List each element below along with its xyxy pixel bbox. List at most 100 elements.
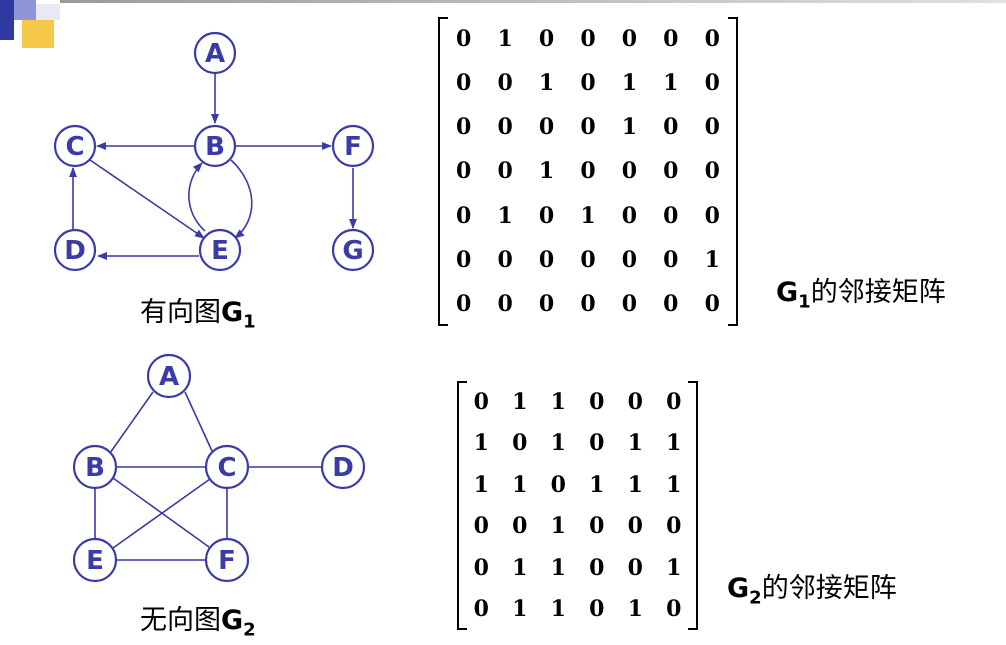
- matrix-cell: 1: [550, 388, 566, 415]
- matrix-cell: 0: [621, 202, 638, 229]
- edge-a-b: [109, 391, 154, 454]
- matrix-cell: 0: [663, 290, 679, 317]
- svg-text:D: D: [64, 236, 86, 266]
- matrix-right-bracket: [728, 17, 738, 326]
- matrix-cell: 0: [704, 114, 720, 141]
- graph2-caption: 无向图G2: [140, 605, 256, 641]
- matrix-cell: 1: [666, 471, 682, 498]
- matrix-cell: 0: [512, 513, 528, 540]
- matrix-cell: 1: [538, 70, 555, 97]
- graph1-caption: 有向图G1: [140, 297, 256, 333]
- top-rule: [60, 0, 1006, 3]
- matrix-cell: 0: [621, 290, 638, 317]
- matrix-cell: 0: [704, 290, 720, 317]
- matrix-cell: 1: [666, 430, 682, 457]
- matrix-cell: 1: [497, 202, 513, 229]
- matrix-cell: 0: [580, 26, 596, 53]
- matrix-cell: 0: [621, 158, 638, 185]
- matrix-cell: 0: [456, 158, 472, 185]
- matrix-cell: 1: [473, 471, 489, 498]
- matrix-cell: 0: [704, 26, 720, 53]
- matrix-cell: 0: [512, 430, 528, 457]
- g1-node-d: D: [53, 228, 97, 272]
- g2-node-a: A: [146, 353, 192, 399]
- edge-c-e: [89, 159, 205, 239]
- matrix-cell: 0: [497, 70, 513, 97]
- matrix-cell: 0: [456, 70, 472, 97]
- matrix-cell: 0: [456, 202, 472, 229]
- svg-text:F: F: [344, 132, 362, 162]
- matrix-cell: 0: [663, 114, 679, 141]
- matrix-cell: 1: [704, 246, 720, 273]
- g1-node-c: C: [53, 124, 97, 168]
- matrix-left-bracket: [457, 381, 467, 630]
- svg-text:B: B: [205, 132, 225, 162]
- matrix-cell: 0: [580, 246, 596, 273]
- matrix-cell: 1: [550, 430, 566, 457]
- matrix-cell: 0: [473, 388, 489, 415]
- matrix-cell: 0: [456, 246, 472, 273]
- matrix-cell: 0: [538, 202, 555, 229]
- matrix-cell: 0: [704, 202, 720, 229]
- matrix-cell: 0: [497, 246, 513, 273]
- matrix-cell: 0: [580, 158, 596, 185]
- matrix-cell: 0: [666, 388, 682, 415]
- matrix-cell: 1: [589, 471, 605, 498]
- g2-node-c: C: [204, 444, 250, 490]
- corner-decoration: [0, 0, 60, 48]
- svg-text:C: C: [217, 453, 236, 483]
- svg-text:E: E: [86, 546, 104, 576]
- matrix-cell: 0: [580, 70, 596, 97]
- svg-text:G: G: [342, 236, 363, 266]
- matrix-cell: 0: [473, 596, 489, 623]
- svg-text:C: C: [65, 132, 84, 162]
- matrix-cell: 1: [512, 388, 528, 415]
- svg-text:F: F: [218, 546, 236, 576]
- matrix-cell: 0: [538, 26, 555, 53]
- graph1-nodes: A B C D E F G: [53, 31, 375, 272]
- matrix-cell: 0: [627, 554, 643, 581]
- g1-node-a: A: [193, 31, 237, 75]
- edge-b-f: [112, 477, 210, 548]
- matrix-left-bracket: [438, 17, 448, 326]
- g1-node-f: F: [331, 124, 375, 168]
- g2-node-f: F: [204, 537, 250, 583]
- matrix-right-bracket: [688, 381, 698, 630]
- matrix-cell: 0: [580, 290, 596, 317]
- matrix-cell: 0: [538, 290, 555, 317]
- svg-text:E: E: [211, 236, 229, 266]
- matrix-cell: 0: [663, 26, 679, 53]
- graph1-edges: [69, 74, 357, 260]
- edge-b-e: [230, 159, 253, 239]
- matrix-cell: 1: [497, 26, 513, 53]
- matrix-cell: 1: [512, 471, 528, 498]
- edge-e-b: [188, 162, 206, 232]
- matrix-cell: 0: [589, 430, 605, 457]
- matrix-cell: 1: [666, 554, 682, 581]
- matrix-cell: 0: [663, 202, 679, 229]
- matrix-cell: 1: [550, 513, 566, 540]
- g2-node-b: B: [72, 444, 118, 490]
- matrix-cell: 0: [663, 246, 679, 273]
- svg-text:A: A: [159, 362, 179, 392]
- matrix-cell: 0: [627, 513, 643, 540]
- matrix-cell: 1: [627, 430, 643, 457]
- matrix-cell: 0: [704, 158, 720, 185]
- svg-text:B: B: [85, 453, 105, 483]
- matrix-cell: 1: [580, 202, 596, 229]
- graph2-nodes: A B C D E F: [72, 353, 366, 583]
- g1-node-b: B: [193, 124, 237, 168]
- matrix2-caption: G2的邻接矩阵: [727, 573, 897, 609]
